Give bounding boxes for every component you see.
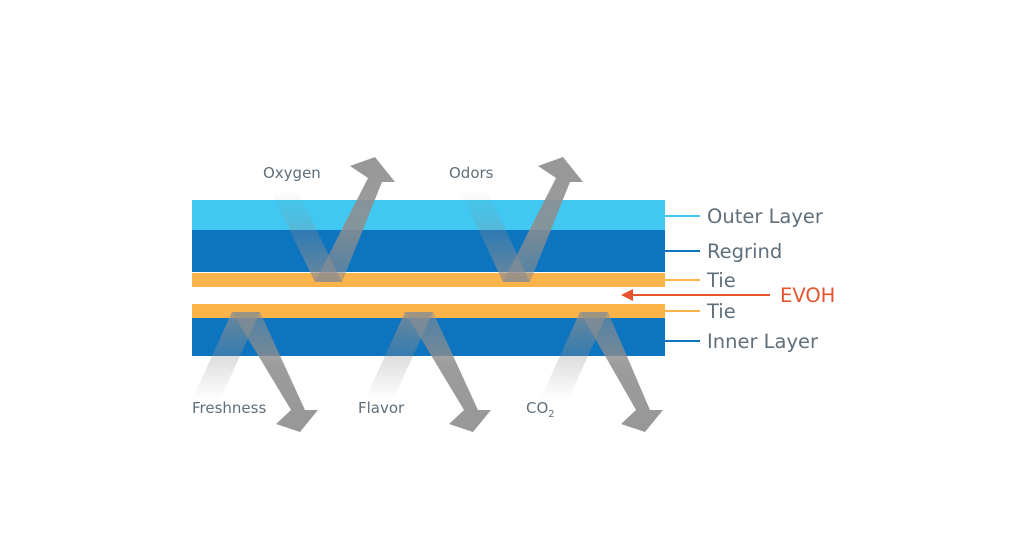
layer-label-evoh: EVOH <box>780 284 835 307</box>
evoh-pointer <box>621 289 770 301</box>
outward-arrows <box>192 312 663 432</box>
inward-arrows <box>270 157 583 282</box>
gas-label-odors: Odors <box>449 164 494 182</box>
layer-regrind <box>192 230 665 272</box>
layer-label-outer: Outer Layer <box>707 205 824 228</box>
co2-subscript: 2 <box>548 409 554 420</box>
layer-outer <box>192 200 665 230</box>
gas-label-flavor: Flavor <box>358 399 405 417</box>
freshness-reflected-arrow <box>232 312 318 432</box>
freshness-outgoing-stream <box>192 312 260 400</box>
oxygen-incoming-stream <box>270 190 342 282</box>
co2-base: CO <box>526 399 548 417</box>
evoh-arrow-head <box>621 289 633 301</box>
layer-labels: Outer Layer Regrind Tie EVOH Tie Inner L… <box>706 205 835 353</box>
layer-tie-lower <box>192 304 665 318</box>
layer-label-tie-upper: Tie <box>706 269 736 292</box>
layer-leaders <box>665 215 700 342</box>
gas-label-freshness: Freshness <box>192 399 266 417</box>
odors-reflected-arrow <box>503 157 583 282</box>
flavor-reflected-arrow <box>405 312 491 432</box>
oxygen-reflected-arrow <box>315 157 395 282</box>
flavor-outgoing-stream <box>365 312 433 400</box>
gas-label-co2: CO2 <box>526 399 555 420</box>
layer-label-tie-lower: Tie <box>706 300 736 323</box>
layer-tie-upper <box>192 273 665 287</box>
gas-label-oxygen: Oxygen <box>263 164 321 182</box>
co2-reflected-arrow <box>580 312 663 432</box>
odors-incoming-stream <box>460 190 530 282</box>
layer-label-regrind: Regrind <box>707 240 782 263</box>
gas-labels: Oxygen Odors Freshness Flavor CO2 <box>192 164 555 420</box>
layer-label-inner: Inner Layer <box>707 330 819 353</box>
co2-outgoing-stream <box>540 312 608 400</box>
